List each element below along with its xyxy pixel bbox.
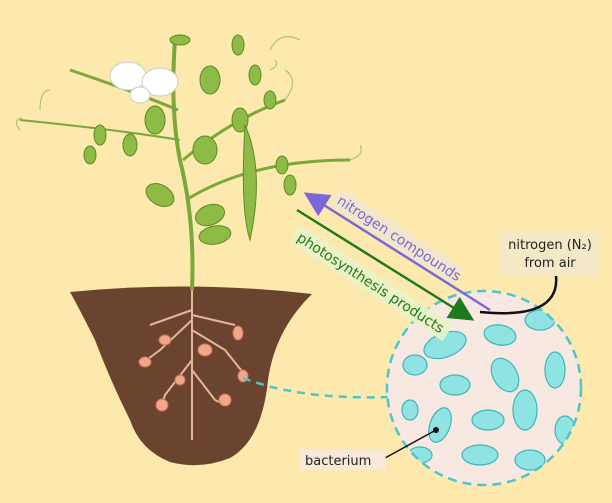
root-nodules <box>138 325 249 412</box>
bacterium-pointer <box>384 429 437 459</box>
zoom-connector <box>242 376 391 399</box>
plant <box>19 34 351 291</box>
nitrogen-compounds-arrow <box>303 192 491 312</box>
bacterium-label: bacterium <box>305 454 371 469</box>
photosynthesis-products-arrow <box>296 208 475 321</box>
tendrils <box>15 36 362 161</box>
flowers <box>109 61 179 104</box>
nitrogen-air-label-line2: from air <box>524 256 576 271</box>
nitrogen-from-air-arrow <box>479 275 558 315</box>
nitrogen-air-label-line1: nitrogen (N₂) <box>508 238 592 253</box>
